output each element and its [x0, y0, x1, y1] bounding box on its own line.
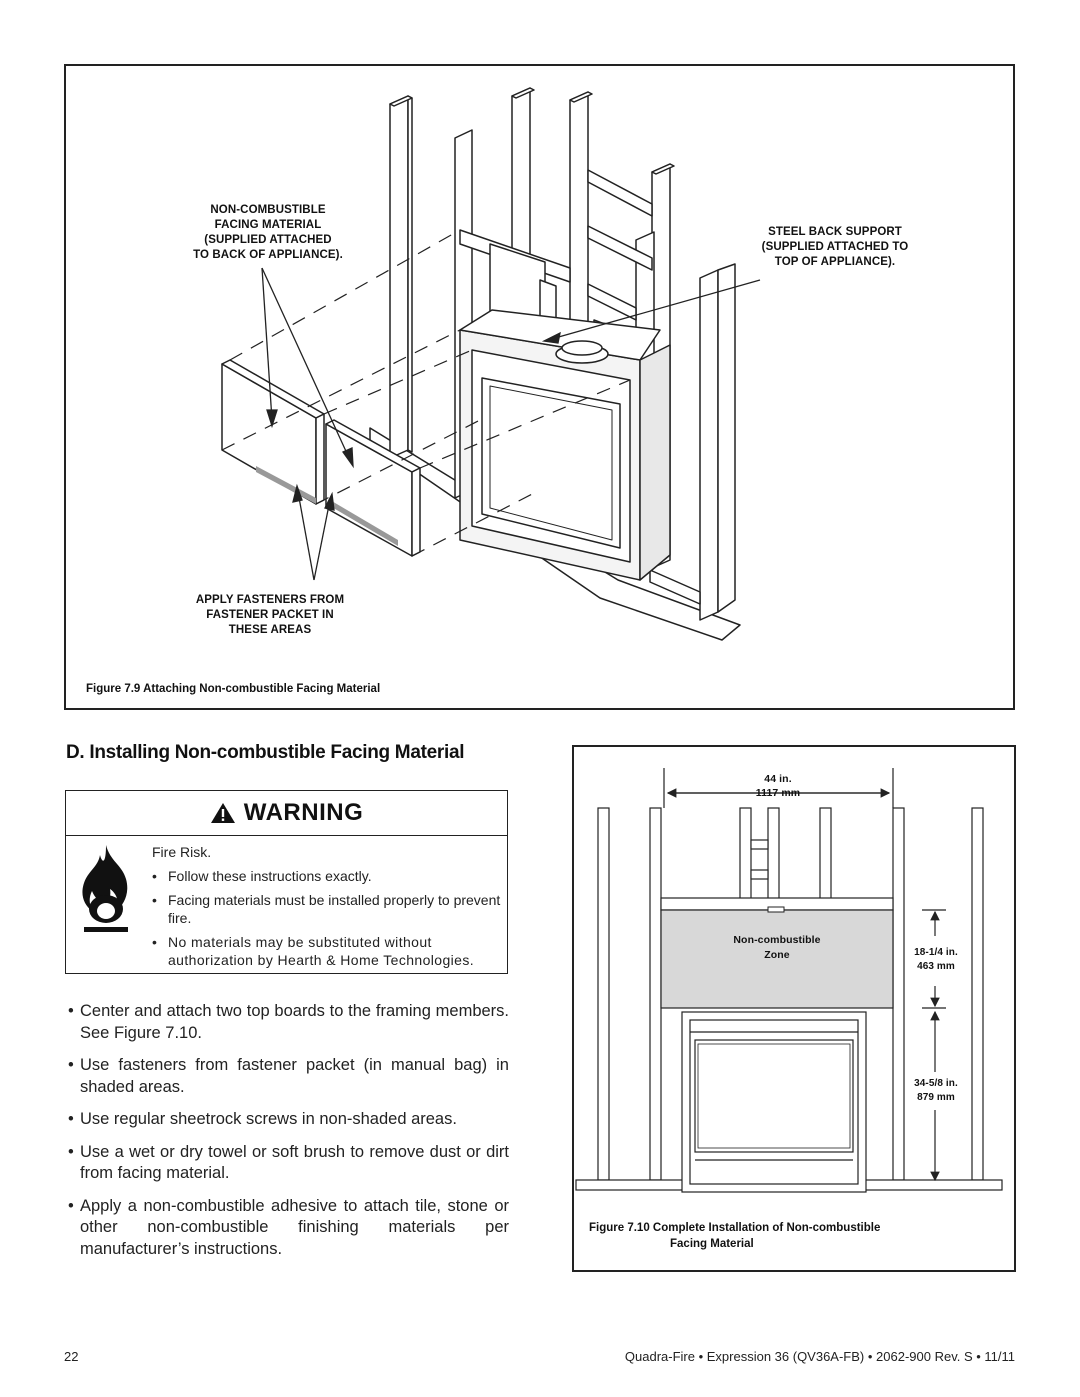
instruction-item: •Use fasteners from fastener packet (in …	[68, 1056, 509, 1096]
non-combustible-zone-label: Non-combustible Zone	[733, 934, 821, 961]
warning-title: WARNING	[243, 799, 364, 826]
dimension-appliance-height: 34-5/8 in. 879 mm	[914, 1078, 958, 1103]
label-facing-material: NON-COMBUSTIBLE FACING MATERIAL (SUPPLIE…	[193, 204, 343, 261]
figure-7-9-frame	[64, 64, 1015, 710]
figure-7-10-caption: Figure 7.10 Complete Installation of Non…	[589, 1222, 881, 1250]
warning-item: Facing materials must be installed prope…	[152, 891, 502, 927]
figure-7-10-drawing	[575, 768, 1003, 1193]
fire-icon	[82, 845, 128, 932]
instruction-item: •Apply a non-combustible adhesive to att…	[68, 1196, 509, 1258]
figure-7-10-frame	[572, 745, 1016, 1272]
figure-7-9-drawing	[221, 87, 761, 641]
dimension-width: 44 in. 1117 mm	[755, 773, 801, 799]
warning-risk: Fire Risk.	[152, 844, 212, 860]
instruction-item: •Center and attach two top boards to the…	[68, 1002, 509, 1042]
label-steel-back-support: STEEL BACK SUPPORT (SUPPLIED ATTACHED TO…	[761, 226, 909, 268]
section-heading: D. Installing Non-combustible Facing Mat…	[66, 742, 465, 763]
warning-body: Fire Risk. Follow these instructions exa…	[152, 843, 502, 975]
warning-triangle-icon	[210, 803, 235, 823]
label-apply-fasteners: APPLY FASTENERS FROM FASTENER PACKET IN …	[195, 594, 345, 636]
page-number: 22	[64, 1349, 79, 1364]
figure-7-9-caption: Figure 7.9 Attaching Non-combustible Fac…	[86, 683, 381, 695]
instruction-list: •Center and attach two top boards to the…	[68, 1001, 509, 1271]
warning-box: WARNING Fire Risk. Follow these instruct…	[65, 790, 508, 974]
footer-text: Quadra-Fire • Expression 36 (QV36A-FB) •…	[624, 1349, 1015, 1364]
dimension-zone-height: 18-1/4 in. 463 mm	[914, 947, 958, 972]
instruction-item: •Use regular sheetrock screws in non-sha…	[68, 1110, 457, 1128]
warning-header: WARNING	[66, 791, 507, 836]
warning-item: No materials may be substituted without …	[152, 933, 502, 969]
instruction-item: •Use a wet or dry towel or soft brush to…	[68, 1142, 509, 1183]
warning-item: Follow these instructions exactly.	[152, 867, 502, 885]
